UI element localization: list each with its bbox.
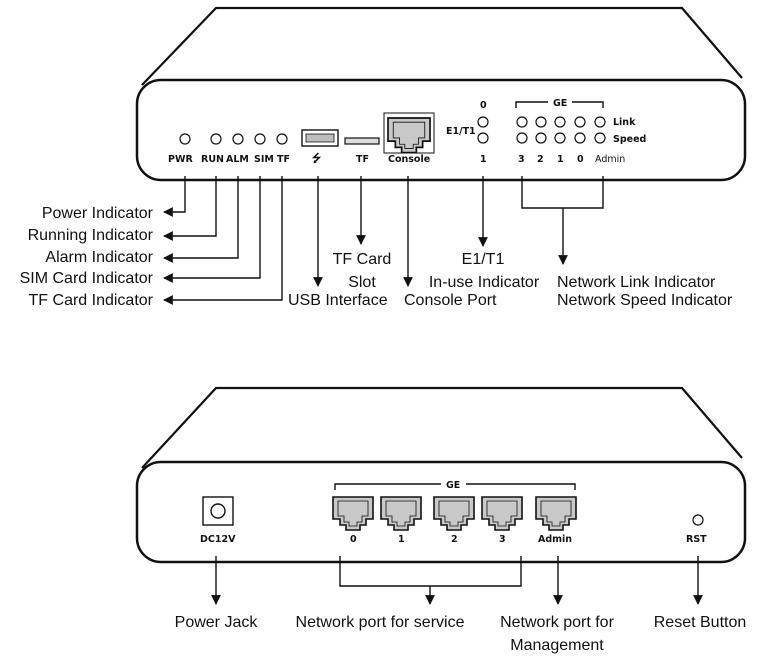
back-panel: DC12V GE 0 1 2 3 Admin RST	[135, 386, 747, 564]
back-port-2-label: 2	[451, 534, 458, 545]
ge-label: GE	[553, 98, 567, 109]
callout-usb-interface: USB Interface	[288, 292, 388, 309]
ge-port-3: 3	[518, 154, 525, 165]
back-ge-label: GE	[446, 480, 460, 491]
front-device-top	[141, 6, 743, 86]
front-callouts: Power Indicator Running Indicator Alarm …	[20, 205, 733, 309]
callout-power-indicator: Power Indicator	[42, 205, 154, 222]
callout-service-ports: Network port for service	[296, 614, 465, 631]
e1t1-led-1	[477, 132, 489, 144]
back-port-admin-label: Admin	[538, 534, 572, 545]
console-label: Console	[388, 154, 430, 165]
link-led-0	[574, 116, 586, 128]
callout-tf-indicator: TF Card Indicator	[29, 292, 154, 309]
e1t1-top-label: 0	[480, 100, 487, 111]
front-panel: PWR RUN ALM SIM TF ⭍ TF Console 0	[135, 6, 747, 182]
console-port: Console	[383, 112, 435, 165]
callout-network-speed: Network Speed Indicator	[557, 292, 733, 309]
speed-led-0	[574, 132, 586, 144]
callout-e1t1-line1: E1/T1	[462, 251, 505, 268]
callout-e1t1-line2: In-use Indicator	[429, 274, 540, 291]
sim-label: SIM	[254, 154, 274, 165]
back-port-0-label: 0	[350, 534, 357, 545]
callout-tf-card-line1: TF Card	[333, 251, 392, 268]
ge-port-1: 1	[557, 154, 564, 165]
sim-led	[254, 133, 266, 145]
tf-slot-label: TF	[356, 154, 369, 165]
power-jack: DC12V	[200, 496, 236, 545]
tf-slot: TF	[344, 137, 380, 165]
link-label: Link	[613, 117, 636, 128]
callout-power-jack: Power Jack	[175, 614, 259, 631]
run-led	[210, 133, 222, 145]
e1t1-indicators: 0 E1/T1 1	[446, 100, 489, 165]
ge-port-admin: Admin	[595, 154, 625, 165]
e1t1-led-0	[477, 116, 489, 128]
callout-alarm-indicator: Alarm Indicator	[45, 249, 153, 266]
usb-icon: ⭍	[312, 152, 322, 165]
link-led-2	[535, 116, 547, 128]
ge-leds: GE Link Speed 3 2 1 0 Admin	[515, 98, 646, 165]
callout-tf-card-line2: Slot	[348, 274, 376, 291]
speed-label: Speed	[613, 134, 646, 145]
back-callout-lines	[211, 556, 703, 605]
rst-label: RST	[686, 534, 707, 545]
alm-label: ALM	[226, 154, 249, 165]
callout-sim-indicator: SIM Card Indicator	[20, 270, 154, 287]
speed-led-1	[554, 132, 566, 144]
pwr-led	[179, 133, 191, 145]
link-led-1	[554, 116, 566, 128]
back-port-3-label: 3	[499, 534, 506, 545]
back-port-1-label: 1	[398, 534, 405, 545]
front-device-face	[135, 78, 747, 182]
callout-running-indicator: Running Indicator	[28, 227, 154, 244]
e1t1-bottom-label: 1	[480, 154, 487, 165]
link-led-admin	[594, 116, 606, 128]
tf-label: TF	[277, 154, 290, 165]
run-label: RUN	[201, 154, 224, 165]
callout-network-link: Network Link Indicator	[557, 274, 716, 291]
alm-led	[232, 133, 244, 145]
status-leds: PWR RUN ALM SIM TF	[168, 133, 290, 165]
pwr-label: PWR	[168, 154, 193, 165]
speed-led-2	[535, 132, 547, 144]
tf-led	[276, 133, 288, 145]
back-callouts: Power Jack Network port for service Netw…	[175, 614, 747, 654]
front-callout-lines	[163, 176, 604, 305]
dc12v-label: DC12V	[200, 534, 236, 545]
speed-led-3	[516, 132, 528, 144]
speed-led-admin	[594, 132, 606, 144]
ge-port-0: 0	[577, 154, 584, 165]
link-led-3	[516, 116, 528, 128]
callout-reset-button: Reset Button	[654, 614, 747, 631]
callout-mgmt-line1: Network port for	[500, 614, 614, 631]
callout-console-port: Console Port	[404, 292, 497, 309]
callout-mgmt-line2: Management	[510, 637, 604, 654]
ge-port-2: 2	[537, 154, 544, 165]
reset-button	[692, 514, 704, 526]
e1t1-label: E1/T1	[446, 126, 476, 137]
usb-port: ⭍	[301, 129, 339, 165]
back-device-top	[141, 386, 743, 469]
